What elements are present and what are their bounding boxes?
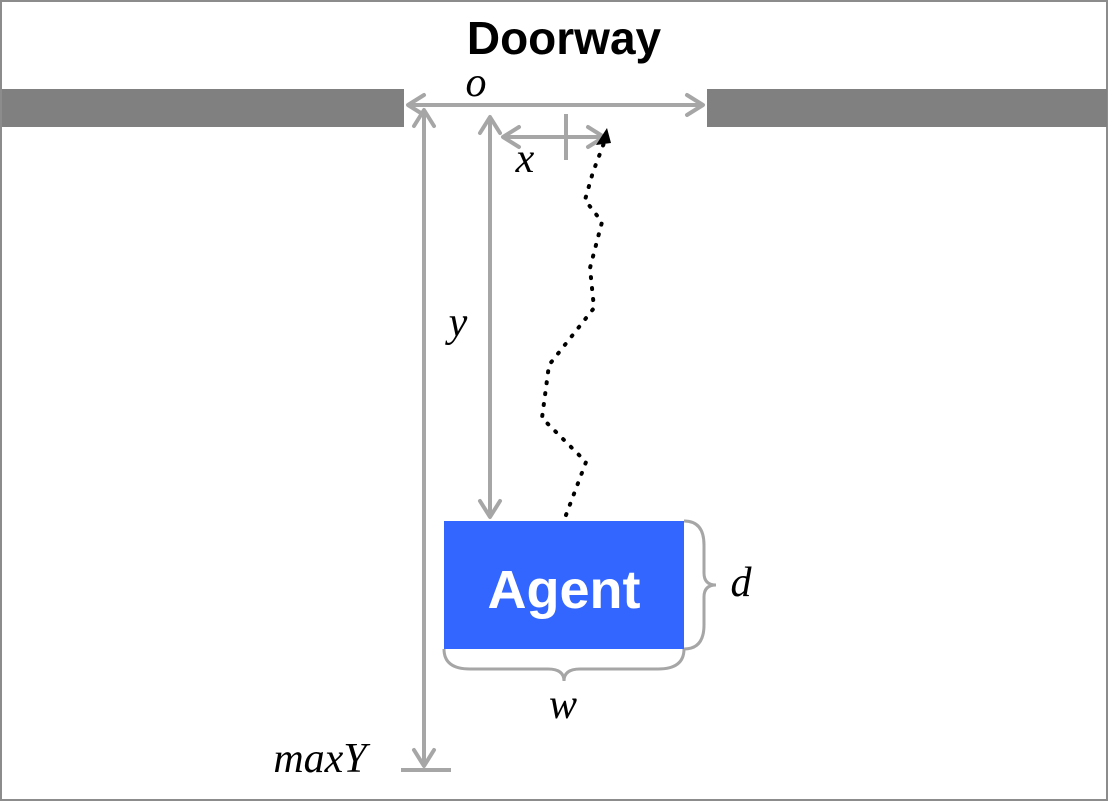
depth-brace: [683, 519, 717, 651]
wall-right: [707, 89, 1107, 127]
width-label: w: [549, 682, 577, 728]
max-y-label: maxY: [273, 736, 371, 782]
y-dimension-arrow: [478, 115, 502, 519]
y-label: y: [445, 300, 468, 346]
agent-box: [444, 521, 684, 649]
agent-trajectory-path: [539, 141, 606, 517]
doorway-title: Doorway: [467, 12, 662, 64]
trajectory-arrowhead-icon: [596, 128, 611, 145]
x-label: x: [515, 136, 535, 182]
wall-left: [2, 89, 404, 127]
opening-dimension-arrow: [406, 93, 705, 117]
opening-label: o: [466, 60, 487, 106]
max-y-dimension-arrow: [401, 108, 451, 772]
width-brace: [442, 648, 686, 682]
depth-label: d: [731, 560, 753, 606]
agent-label: Agent: [488, 560, 641, 620]
